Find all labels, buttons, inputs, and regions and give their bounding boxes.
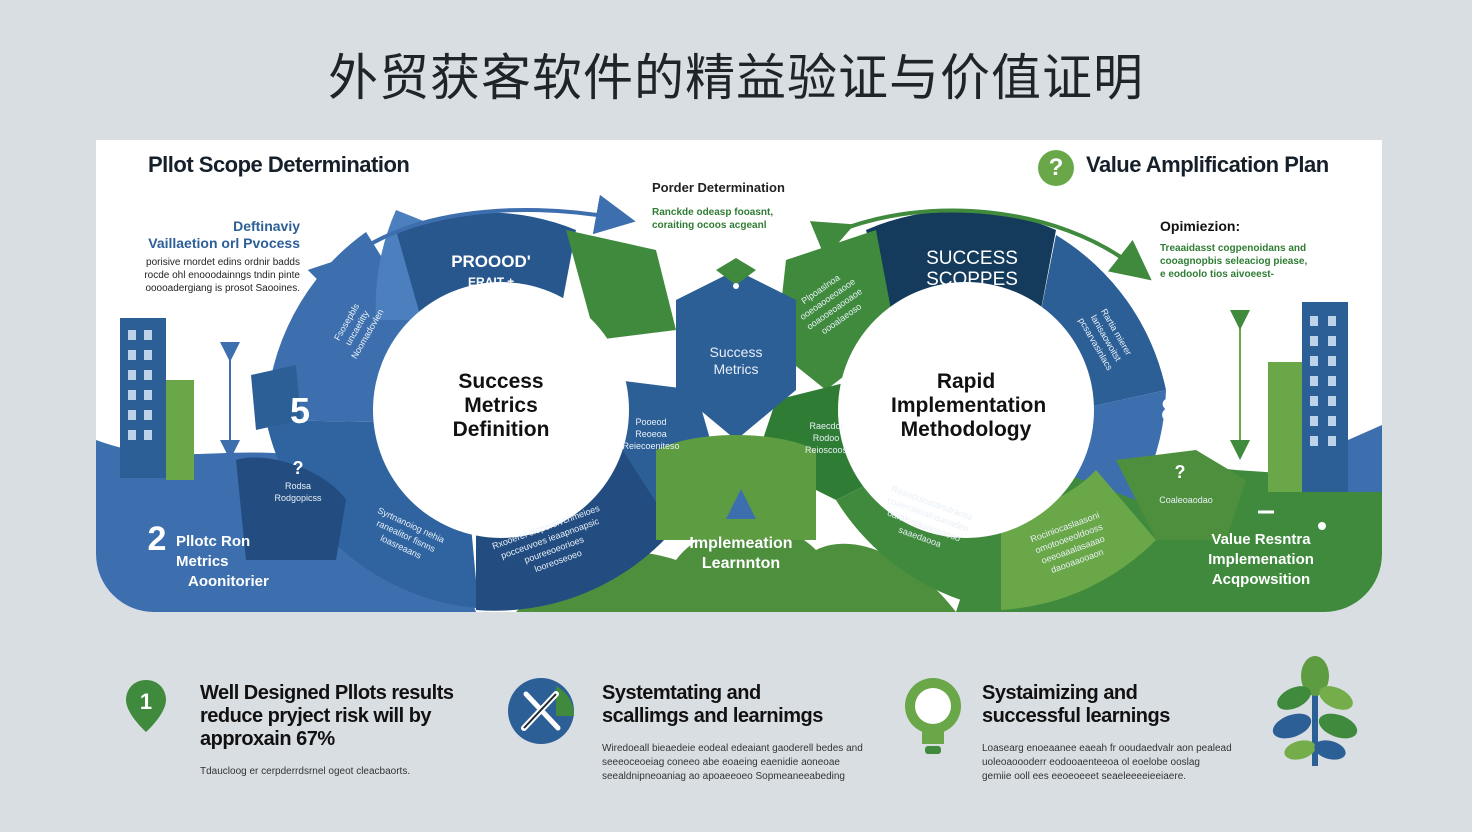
right-buildings [1268, 302, 1382, 492]
left-buildings [120, 318, 194, 480]
left-number: 5 [289, 390, 311, 431]
plant-icon [1270, 654, 1360, 775]
left-header: Pllot Scope Determination [148, 152, 410, 177]
left-top-segment-label: PROOOD'ERAIT ± [451, 252, 531, 289]
location-pin-icon: 1 [124, 678, 168, 739]
help-icon: ? [1038, 150, 1074, 186]
right-question-label: Coaleoaodao [1159, 495, 1213, 505]
right-question-mark: ? [1174, 462, 1186, 482]
page-title: 外贸获客软件的精益验证与价值证明 [328, 49, 1144, 107]
right-number: 8 [1161, 392, 1179, 428]
right-side-title: Opimiezion: [1160, 218, 1241, 234]
top-center-title: Porder Determination [652, 180, 785, 195]
left-top-arrow [307, 194, 636, 299]
right-header: Value Amplification Plan [1086, 152, 1329, 177]
left-bottom-number: 2 [147, 520, 167, 558]
tools-icon [506, 676, 576, 751]
diagram-panel: Pllot Scope Determination ? Value Amplif… [96, 140, 1382, 612]
right-dot [1318, 522, 1326, 530]
svg-text:1: 1 [140, 689, 152, 714]
top-center-desc: Ranckde odeasp fooasnt,coraiting ocoos a… [652, 207, 774, 231]
center-hub [656, 258, 816, 540]
left-question-mark: ? [292, 458, 304, 478]
diagram-graphics [96, 194, 1382, 612]
right-top-arrow [809, 208, 1152, 281]
lightbulb-icon [902, 676, 964, 765]
green-hills [516, 524, 956, 612]
